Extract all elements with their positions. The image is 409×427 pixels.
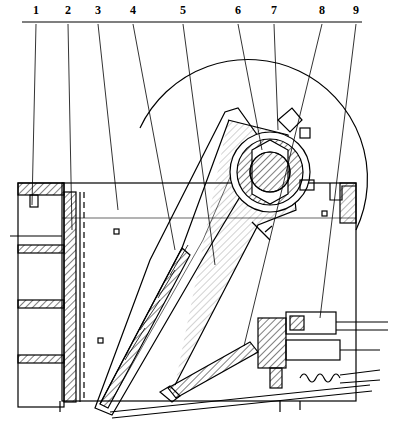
callout-number: 5 — [180, 4, 186, 16]
callout-number: 1 — [33, 4, 39, 16]
callout-number: 8 — [319, 4, 325, 16]
callout-number: 6 — [235, 4, 241, 16]
callout-number: 4 — [130, 4, 136, 16]
callout-number: 7 — [271, 4, 277, 16]
callout-number: 3 — [95, 4, 101, 16]
callout-number: 9 — [353, 4, 359, 16]
callout-number: 2 — [65, 4, 71, 16]
